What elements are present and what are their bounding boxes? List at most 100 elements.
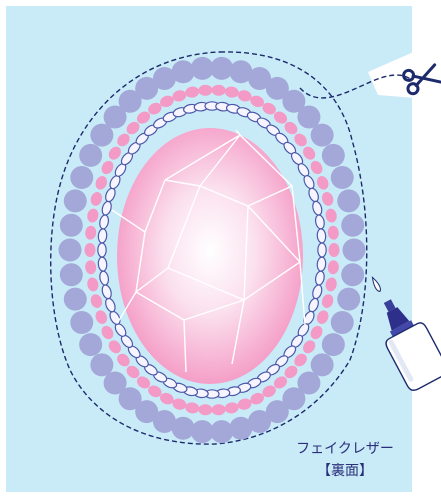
pink-bead-ring [84,84,340,416]
outer-bead [135,400,159,424]
pink-bead [198,404,213,416]
outer-bead [265,400,289,424]
pink-bead [294,353,307,367]
pink-bead [303,146,316,160]
outer-bead [79,333,103,357]
outer-bead [210,56,234,80]
outer-bead [152,67,176,91]
outer-bead [79,143,103,167]
outer-bead [282,89,306,113]
pink-bead [117,133,130,147]
outer-bead [118,89,142,113]
outer-bead [337,287,361,311]
pink-bead [237,398,252,410]
outer-bead [330,311,354,335]
outer-bead [297,105,321,129]
pink-bead [250,392,264,405]
outer-bead [310,123,334,147]
pink-bead [160,95,174,108]
outer-bead [337,189,361,213]
pink-bead [316,176,329,190]
outer-bead [248,67,272,91]
cut-path-highlight [368,40,441,100]
outer-bead [190,420,214,444]
white-bead [316,228,327,244]
pink-bead [148,385,162,398]
pink-bead [325,208,337,223]
pink-bead [172,90,187,102]
pink-bead [160,392,174,405]
pink-bead [250,95,264,108]
outer-bead [330,165,354,189]
pink-bead [321,294,334,308]
pink-bead [316,310,329,324]
scissors-icon [402,63,441,96]
white-bead [97,242,107,258]
pink-bead [262,385,276,398]
pink-bead [211,404,226,416]
outer-bead [265,76,289,100]
outer-bead [103,371,127,395]
outer-bead [171,416,195,440]
outer-bead [59,213,83,237]
pink-bead [273,376,288,389]
pink-bead [95,310,108,324]
pink-bead [321,192,334,206]
outer-bead [171,60,195,84]
white-bead-ring [97,101,327,399]
pink-bead [172,398,187,410]
pink-bead [95,176,108,190]
outer-bead [321,333,345,357]
pink-bead [211,84,226,96]
pink-bead [117,353,130,367]
outer-bead [135,76,159,100]
pink-bead [126,365,140,379]
outer-bead [152,409,176,433]
outer-bead [341,213,365,237]
pink-bead [90,192,103,206]
pink-bead [262,102,276,115]
pink-bead [224,86,239,98]
pink-bead [185,402,200,414]
outer-bead [63,287,87,311]
outer-bead [118,387,142,411]
outer-bead [58,238,82,262]
outer-bead [59,263,83,287]
outer-bead [210,420,234,444]
pink-bead [198,84,213,96]
pink-bead [328,243,340,257]
pink-bead [101,160,114,175]
gem-stone [111,128,306,384]
white-bead [317,242,327,258]
pink-bead [101,325,114,340]
pink-bead [327,260,339,275]
outer-bead-ring [58,56,366,444]
pink-bead [310,325,323,340]
outer-bead [63,189,87,213]
pink-bead [108,146,121,160]
pink-bead [185,86,200,98]
outer-bead [229,60,253,84]
pink-bead [108,340,121,354]
pink-bead [126,121,140,135]
pink-bead [273,111,288,124]
outer-bead [282,387,306,411]
pink-bead [84,243,96,257]
side-label: 【裏面】 [317,463,373,479]
glue-bottle-icon [371,276,441,391]
pink-bead [85,260,97,275]
outer-bead [342,238,366,262]
outer-bead [90,353,114,377]
pink-bead [87,208,99,223]
pink-bead [85,225,97,240]
pink-bead [310,160,323,175]
outer-bead [90,123,114,147]
pink-bead [303,340,316,354]
pink-bead [224,402,239,414]
pink-bead [136,111,151,124]
material-label: フェイクレザー [296,441,394,457]
outer-bead [70,165,94,189]
outer-bead [190,56,214,80]
outer-bead [310,353,334,377]
